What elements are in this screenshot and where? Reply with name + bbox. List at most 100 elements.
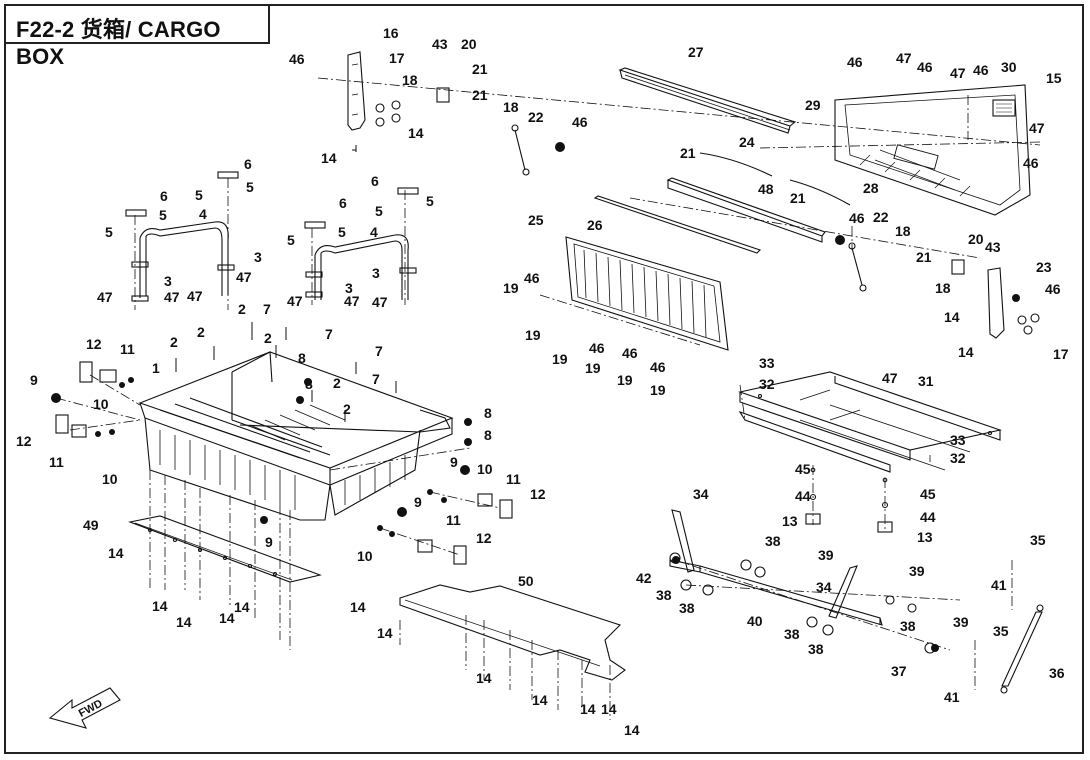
link-34-left xyxy=(671,509,695,573)
callout-32: 32 xyxy=(950,450,966,466)
lower-panel-50 xyxy=(399,584,626,681)
callout-35: 35 xyxy=(993,623,1009,639)
callout-21: 21 xyxy=(916,249,932,265)
callout-5: 5 xyxy=(195,187,203,203)
callout-23: 23 xyxy=(1036,259,1052,275)
bar-48 xyxy=(666,177,826,243)
callout-38: 38 xyxy=(656,587,672,603)
callout-3: 3 xyxy=(254,249,262,265)
callout-14: 14 xyxy=(234,599,250,615)
callout-46: 46 xyxy=(650,359,666,375)
callout-18: 18 xyxy=(402,72,418,88)
callout-14: 14 xyxy=(108,545,124,561)
callout-18: 18 xyxy=(935,280,951,296)
callout-49: 49 xyxy=(83,517,99,533)
callout-5: 5 xyxy=(287,232,295,248)
callout-14: 14 xyxy=(321,150,337,166)
callout-12: 12 xyxy=(476,530,492,546)
side-bracket-16 xyxy=(347,51,450,131)
callout-46: 46 xyxy=(524,270,540,286)
callout-7: 7 xyxy=(325,326,333,342)
callout-47: 47 xyxy=(344,293,360,309)
callout-18: 18 xyxy=(895,223,911,239)
callout-14: 14 xyxy=(601,701,617,717)
stake-caps-6 xyxy=(125,171,419,302)
callout-10: 10 xyxy=(93,396,109,412)
callout-47: 47 xyxy=(1029,120,1045,136)
callout-5: 5 xyxy=(105,224,113,240)
callout-46: 46 xyxy=(572,114,588,130)
callout-6: 6 xyxy=(244,156,252,172)
callout-7: 7 xyxy=(263,301,271,317)
callout-2: 2 xyxy=(333,375,341,391)
callout-4: 4 xyxy=(370,224,378,240)
title-box: F22-2 货箱/ CARGO BOX xyxy=(4,4,270,69)
callout-34: 34 xyxy=(693,486,709,502)
callout-33: 33 xyxy=(759,355,775,371)
fwd-arrow-icon: FWD xyxy=(48,687,121,729)
callout-27: 27 xyxy=(688,44,704,60)
callout-25: 25 xyxy=(528,212,544,228)
callout-9: 9 xyxy=(30,372,38,388)
callout-31: 31 xyxy=(918,373,934,389)
callout-39: 39 xyxy=(909,563,925,579)
callout-3: 3 xyxy=(372,265,380,281)
diagram-frame xyxy=(4,4,1084,754)
callout-14: 14 xyxy=(944,309,960,325)
callout-38: 38 xyxy=(784,626,800,642)
callout-4: 4 xyxy=(199,206,207,222)
callout-7: 7 xyxy=(375,343,383,359)
callout-22: 22 xyxy=(528,109,544,125)
callout-44: 44 xyxy=(920,509,936,525)
callout-11: 11 xyxy=(49,454,64,470)
callout-50: 50 xyxy=(518,573,534,589)
callout-10: 10 xyxy=(477,461,493,477)
callout-19: 19 xyxy=(650,382,666,398)
callout-8: 8 xyxy=(484,427,492,443)
strut-36 xyxy=(1000,604,1044,694)
callout-14: 14 xyxy=(532,692,548,708)
callout-2: 2 xyxy=(343,401,351,417)
side-bracket-23 xyxy=(951,259,1040,339)
corner-brackets xyxy=(55,361,513,565)
callout-20: 20 xyxy=(968,231,984,247)
rail-left-4 xyxy=(139,221,229,298)
callout-36: 36 xyxy=(1049,665,1065,681)
callout-41: 41 xyxy=(944,689,960,705)
callout-47: 47 xyxy=(950,65,966,81)
callout-9: 9 xyxy=(450,454,458,470)
callout-12: 12 xyxy=(86,336,102,352)
callout-11: 11 xyxy=(120,341,135,357)
callout-15: 15 xyxy=(1046,70,1062,86)
center-lines xyxy=(55,77,1041,720)
callout-12: 12 xyxy=(530,486,546,502)
callout-46: 46 xyxy=(589,340,605,356)
callout-46: 46 xyxy=(1023,155,1039,171)
callout-47: 47 xyxy=(236,269,252,285)
callout-19: 19 xyxy=(617,372,633,388)
callout-5: 5 xyxy=(426,193,434,209)
frame-31 xyxy=(737,371,1003,473)
callout-43: 43 xyxy=(432,36,448,52)
cargo-box-tub xyxy=(138,351,454,521)
callout-9: 9 xyxy=(265,534,273,550)
callout-47: 47 xyxy=(896,50,912,66)
callout-33: 33 xyxy=(950,432,966,448)
callout-46: 46 xyxy=(847,54,863,70)
callout-13: 13 xyxy=(782,513,798,529)
callout-47: 47 xyxy=(882,370,898,386)
callout-46: 46 xyxy=(1045,281,1061,297)
callout-11: 11 xyxy=(446,512,461,528)
rail-right-4 xyxy=(314,234,409,300)
small-bolts xyxy=(175,145,397,422)
callout-14: 14 xyxy=(624,722,640,738)
callout-32: 32 xyxy=(759,376,775,392)
callout-17: 17 xyxy=(1053,346,1069,362)
callout-28: 28 xyxy=(863,180,879,196)
callout-16: 16 xyxy=(383,25,399,41)
callout-38: 38 xyxy=(679,600,695,616)
callout-46: 46 xyxy=(917,59,933,75)
callout-8: 8 xyxy=(298,350,306,366)
callout-6: 6 xyxy=(160,188,168,204)
callout-6: 6 xyxy=(339,195,347,211)
